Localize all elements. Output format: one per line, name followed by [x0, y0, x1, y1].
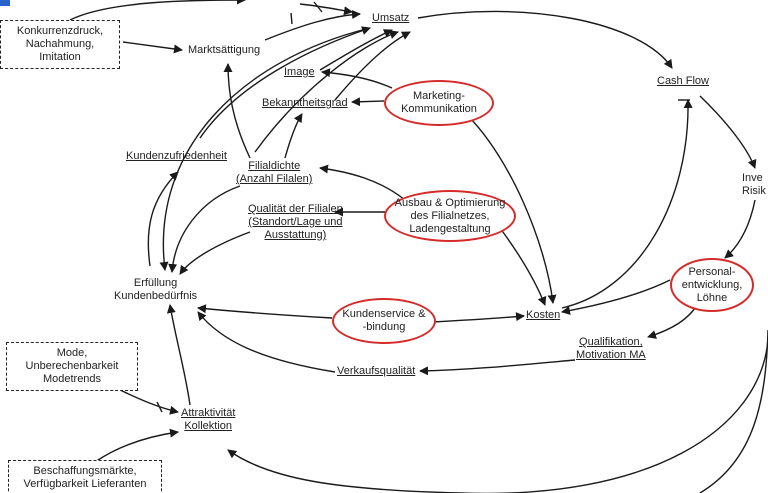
arrow-right-edge	[699, 329, 768, 493]
lever-kundenservice-bindung: Kundenservice & -bindung	[332, 298, 436, 344]
delay-mark-2	[290, 12, 293, 25]
kundenservice-line2: -bindung	[362, 321, 406, 333]
arrow-attraktivitaet-erfuellung	[166, 304, 191, 406]
node-bekanntheitsgrad: Bekanntheitsgrad	[262, 97, 348, 109]
arrow-konkurrenz-marktsaettigung	[122, 41, 183, 54]
mode-line1: Mode,	[56, 347, 88, 359]
ausbau-line1: Ausbau & Optimierung	[394, 196, 506, 209]
erfuellung-line2: Kundenbedürfnis	[114, 290, 198, 302]
node-verkaufsqualitaet: Verkaufsqualität	[337, 365, 416, 377]
arrow-bottom-loop	[227, 339, 768, 493]
node-attraktivitaet-kollektion: Attraktivität Kollektion	[181, 407, 235, 433]
node-image: Image	[284, 66, 315, 78]
external-mode-trends: Mode, Unberechenbarkeit Modetrends	[6, 342, 138, 391]
arrow-filialdichte-bekanntheit	[284, 113, 303, 159]
mode-line3: Modetrends	[42, 373, 102, 385]
arrow-ausbau-kosten	[499, 227, 547, 306]
qualitaet-line2: (Standort/Lage und	[248, 216, 343, 228]
arrow-qualifikation-verkauf	[419, 359, 576, 376]
node-investitionen: Inve Risik	[742, 172, 766, 198]
lever-marketing-kommunikation: Marketing- Kommunikation	[384, 80, 494, 126]
mode-line2: Unberechenbarkeit	[25, 360, 119, 372]
node-kosten: Kosten	[526, 309, 561, 321]
konkurrenz-line2: Nachahmung,	[25, 38, 95, 50]
ausbau-line3: Ladengestaltung	[409, 222, 491, 235]
arrow-filialdichte-erfuellung	[168, 185, 241, 273]
qualifikation-line1: Qualifikation,	[579, 336, 643, 348]
node-marktsaettigung: Marktsättigung	[188, 44, 261, 56]
konkurrenz-line3: Imitation	[39, 51, 81, 63]
arrow-zufriedenheit-umsatz	[199, 26, 371, 139]
invest-line2: Risik	[742, 185, 766, 197]
arrow-bekanntheit-umsatz	[334, 31, 411, 101]
erfuellung-line1: Erfüllung	[133, 277, 178, 289]
lever-ausbau-filialnetz: Ausbau & Optimierung des Filialnetzes, L…	[384, 190, 516, 242]
corner-mark	[0, 0, 10, 6]
attraktivitaet-line2: Kollektion	[184, 420, 233, 432]
konkurrenz-line1: Konkurrenzdruck,	[16, 25, 104, 37]
qualifikation-line2: Motivation MA	[576, 349, 646, 361]
kundenservice-line1: Kundenservice &	[342, 308, 426, 320]
arrow-invest-personal	[724, 199, 756, 259]
arrow-kosten-cashflow	[561, 99, 693, 309]
arrow-top-to-umsatz-1	[299, 3, 353, 16]
arrow-top-left	[69, 0, 246, 21]
external-konkurrenzdruck: Konkurrenzdruck, Nachahmung, Imitation	[0, 20, 120, 69]
personal-line3: Löhne	[696, 291, 728, 304]
ausbau-line2: des Filialnetzes,	[410, 209, 490, 222]
node-filialdichte: Filialdichte (Anzahl Filalen)	[236, 160, 312, 186]
arrow-filialdichte-marktsaettigung	[223, 63, 251, 159]
attraktivitaet-line1: Attraktivität	[181, 407, 236, 419]
arrow-cashflow-invest	[699, 95, 757, 169]
external-beschaffungsmaerkte: Beschaffungsmärkte, Verfügbarkeit Liefer…	[8, 460, 162, 493]
node-umsatz: Umsatz	[372, 12, 410, 24]
node-qualifikation-motivation: Qualifikation, Motivation MA	[576, 336, 646, 362]
node-kundenzufriedenheit: Kundenzufriedenheit	[126, 150, 227, 162]
personal-line2: entwicklung,	[681, 278, 743, 291]
marketing-line1: Marketing-	[413, 90, 465, 102]
node-qualitaet-filialen: Qualität der Filialen (Standort/Lage und…	[248, 203, 343, 242]
node-erfuellung-kundenbeduerfnis: Erfüllung Kundenbedürfnis	[114, 277, 197, 303]
lever-personalentwicklung: Personal- entwicklung, Löhne	[670, 258, 754, 312]
arrow-marktsaettigung-umsatz	[264, 10, 361, 41]
arrow-filialdichte-umsatz	[254, 30, 399, 153]
marketing-line2: Kommunikation	[401, 103, 477, 115]
arrow-marketing-image	[321, 68, 393, 89]
arrow-image-umsatz	[319, 29, 393, 71]
arrow-marketing-kosten	[469, 117, 557, 304]
arrow-kundenservice-kosten	[431, 312, 525, 323]
invest-line1: Inve	[742, 172, 763, 184]
filialdichte-line2: (Anzahl Filalen)	[236, 173, 313, 185]
filialdichte-line1: Filialdichte	[248, 160, 301, 172]
arrow-umsatz-erfuellung	[159, 27, 371, 271]
delay-mark-4	[156, 401, 163, 413]
node-cash-flow: Cash Flow	[657, 75, 709, 87]
arrow-erfuellung-zufriedenheit	[147, 171, 179, 267]
arrow-ausbau-filialdichte	[319, 164, 406, 201]
arrow-personal-kosten	[561, 279, 671, 315]
qualitaet-line1: Qualität der Filialen	[248, 203, 343, 215]
arrow-marketing-bekanntheit	[351, 97, 385, 107]
arrow-umsatz-cashflow	[417, 10, 673, 69]
qualitaet-line3: Ausstattung)	[264, 229, 327, 241]
personal-line1: Personal-	[688, 265, 736, 278]
arrow-kundenservice-erfuellung	[197, 304, 333, 319]
arrow-beschaffung-attraktivitaet	[94, 428, 179, 463]
delay-mark-1	[313, 1, 323, 13]
arrow-qualitaet-erfuellung	[179, 231, 251, 275]
beschaffung-line2: Verfügbarkeit Lieferanten	[23, 478, 147, 490]
arrow-verkauf-erfuellung	[197, 311, 336, 373]
beschaffung-line1: Beschaffungsmärkte,	[33, 465, 137, 477]
